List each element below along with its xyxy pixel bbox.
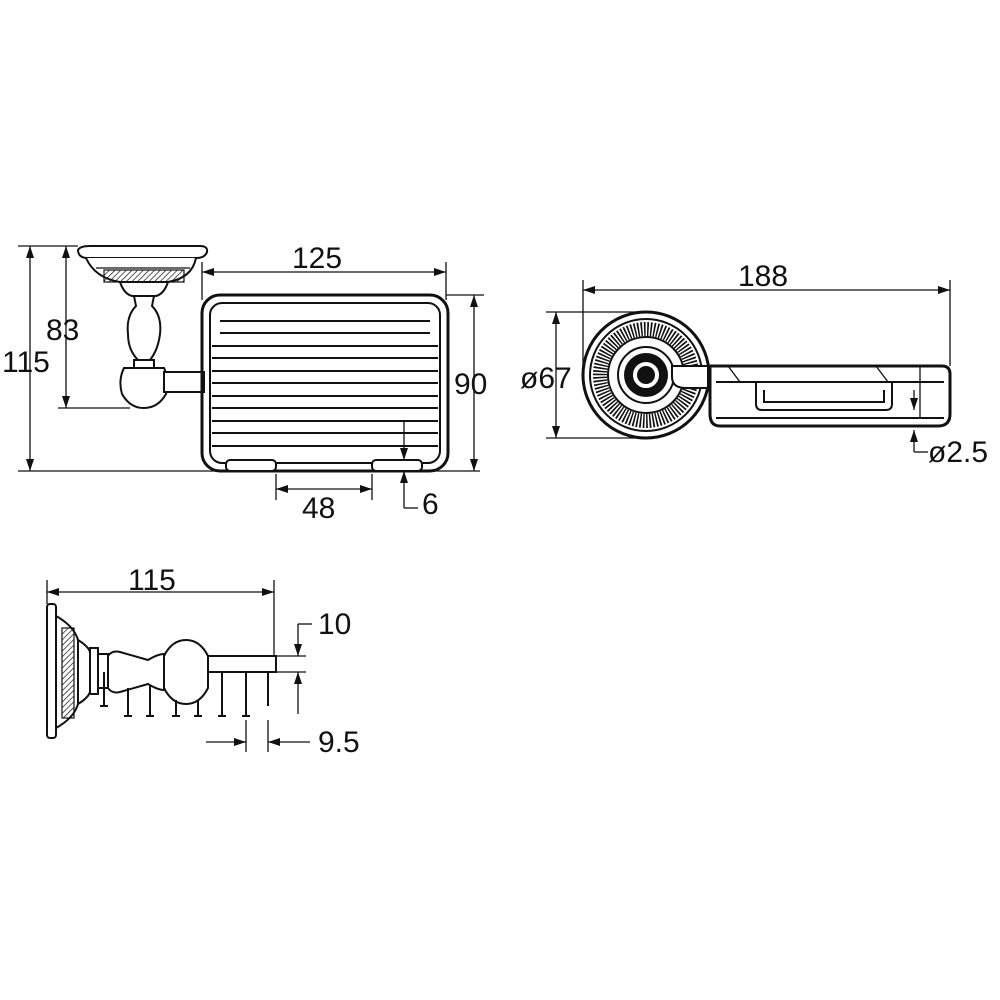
side-view: 188 ø67 ø2.5 [520, 260, 988, 469]
bottom-view: 115 10 9.5 [46, 564, 360, 759]
dim-bottom-overall-length: 115 [128, 564, 176, 597]
bottom-wires [100, 672, 269, 717]
side-dimensions [546, 280, 951, 453]
front-view: 115 83 125 90 48 6 [2, 242, 487, 525]
dim-front-foot-spacing: 48 [302, 492, 335, 525]
side-dimension-labels: 188 ø67 ø2.5 [520, 260, 988, 469]
bottom-mount [46, 603, 277, 739]
dim-bottom-wire-pitch: 9.5 [318, 726, 360, 759]
front-dimensions [18, 245, 484, 509]
dim-front-overall-height: 115 [2, 346, 50, 379]
front-mount [76, 245, 209, 410]
side-basket [671, 364, 952, 428]
bottom-dimension-labels: 115 10 9.5 [128, 564, 360, 759]
dim-front-basket-height: 90 [454, 368, 487, 401]
dim-bottom-arm-thickness: 10 [318, 608, 351, 641]
dim-front-bracket-height: 83 [46, 314, 79, 347]
dim-front-foot-height: 6 [422, 488, 439, 521]
front-basket [200, 293, 450, 473]
bottom-dimensions [46, 580, 312, 752]
dim-side-flange-diameter: ø67 [520, 362, 572, 395]
front-dimension-labels: 115 83 125 90 48 6 [2, 242, 487, 525]
dim-side-wire-diameter: ø2.5 [928, 436, 988, 469]
dim-front-basket-width: 125 [292, 242, 342, 275]
dim-side-overall-length: 188 [738, 260, 788, 293]
